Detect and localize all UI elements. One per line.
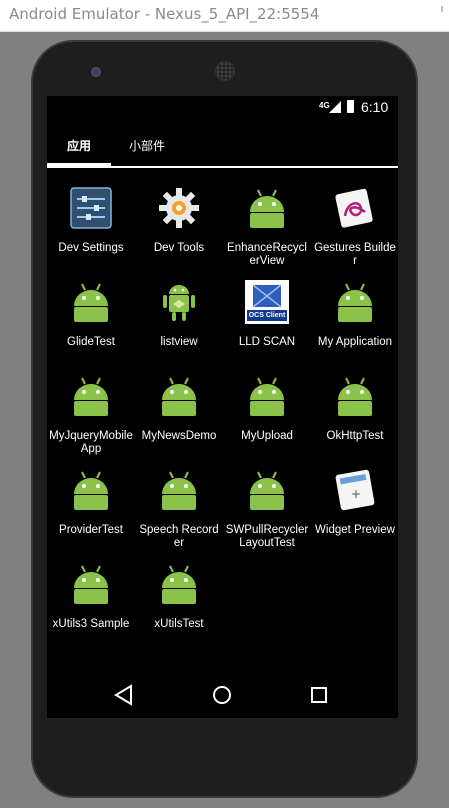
app-icon-enhancerecyclerview[interactable]: EnhanceRecyclerView — [223, 178, 311, 272]
app-label: MyUpload — [241, 430, 293, 442]
android-icon — [333, 280, 377, 324]
app-icon-gestures-builder[interactable]: Gestures Builder — [311, 178, 398, 272]
app-icon-dev-tools[interactable]: Dev Tools — [135, 178, 223, 272]
app-icon-providertest[interactable]: ProviderTest — [47, 460, 135, 554]
icon-caption: OCS Client — [248, 312, 286, 319]
app-label: SWPullRecyclerLayoutTest — [225, 524, 309, 549]
earpiece-speaker — [215, 61, 235, 81]
app-icon-myjquerymobileapp[interactable]: MyJqueryMobileApp — [47, 366, 135, 460]
app-icon-xutils3-sample[interactable]: xUtils3 Sample — [47, 554, 135, 648]
app-label: EnhanceRecyclerView — [227, 242, 307, 267]
app-label: GlideTest — [67, 336, 115, 348]
app-label: Dev Settings — [58, 242, 124, 254]
navigation-bar — [47, 672, 398, 718]
android-icon — [333, 374, 377, 418]
android-icon — [245, 468, 289, 512]
tab-divider — [47, 166, 398, 168]
app-label: Dev Tools — [153, 242, 205, 254]
android-icon — [245, 186, 289, 230]
app-icon-listview[interactable]: listview — [135, 272, 223, 366]
android-icon — [69, 374, 113, 418]
app-label: Speech Recorder — [139, 524, 219, 549]
android-icon — [69, 562, 113, 606]
app-icon-dev-settings[interactable]: Dev Settings — [47, 178, 135, 272]
device-screen: 4G 6:10 应用 小部件 Dev Settings Dev Tools Enha… — [47, 96, 398, 718]
network-type: 4G — [319, 101, 330, 110]
home-icon[interactable] — [209, 682, 235, 708]
app-icon-glidetest[interactable]: GlideTest — [47, 272, 135, 366]
widget-preview-icon: + — [333, 468, 377, 512]
front-camera — [91, 67, 101, 77]
app-label: My Application — [317, 336, 393, 348]
app-icon-swpullrecyclerlayouttest[interactable]: SWPullRecyclerLayoutTest — [223, 460, 311, 554]
app-label: Widget Preview — [315, 524, 395, 536]
android-icon — [245, 374, 289, 418]
app-label: listview — [160, 336, 198, 348]
android-icon — [157, 468, 201, 512]
gear-icon — [157, 186, 201, 230]
battery-icon — [347, 100, 354, 113]
app-icon-okhttptest[interactable]: OkHttpTest — [311, 366, 398, 460]
app-icon-myupload[interactable]: MyUpload — [223, 366, 311, 460]
app-drawer-tabs: 应用 小部件 — [47, 130, 398, 170]
app-label: xUtils3 Sample — [52, 618, 130, 630]
app-label: ProviderTest — [59, 524, 123, 536]
clock: 6:10 — [361, 99, 389, 115]
recents-icon[interactable] — [306, 682, 332, 708]
ocs-client-icon: OCS Client — [245, 280, 289, 324]
app-label: xUtilsTest — [154, 618, 204, 630]
app-label: Gestures Builder — [314, 242, 396, 267]
tab-widgets[interactable]: 小部件 — [129, 139, 166, 153]
android-icon — [69, 280, 113, 324]
android-icon — [157, 374, 201, 418]
window-close-icon[interactable] — [439, 3, 445, 31]
android-icon — [157, 562, 201, 606]
app-label: LLD SCAN — [238, 336, 296, 348]
app-icon-xutilstest[interactable]: xUtilsTest — [135, 554, 223, 648]
android-icon — [69, 468, 113, 512]
app-icon-speech-recorder[interactable]: Speech Recorder — [135, 460, 223, 554]
gestures-icon — [333, 186, 377, 230]
app-label: OkHttpTest — [326, 430, 384, 442]
dev-settings-icon — [69, 186, 113, 230]
back-icon[interactable] — [111, 682, 137, 708]
tab-indicator — [47, 163, 111, 167]
android-robot-icon — [157, 280, 201, 324]
window-title: Android Emulator - Nexus_5_API_22:5554 — [9, 5, 320, 23]
signal-icon — [329, 101, 341, 113]
app-label: MyJqueryMobileApp — [49, 430, 133, 455]
svg-text:+: + — [351, 487, 361, 501]
status-bar: 4G 6:10 — [47, 96, 398, 120]
app-icon-widget-preview[interactable]: + Widget Preview — [311, 460, 398, 554]
app-icon-mynewsdemo[interactable]: MyNewsDemo — [135, 366, 223, 460]
emulator-titlebar: Android Emulator - Nexus_5_API_22:5554 — [0, 0, 449, 32]
app-icon-my-application[interactable]: My Application — [311, 272, 398, 366]
tab-apps[interactable]: 应用 — [67, 139, 92, 153]
app-label: MyNewsDemo — [141, 430, 217, 442]
